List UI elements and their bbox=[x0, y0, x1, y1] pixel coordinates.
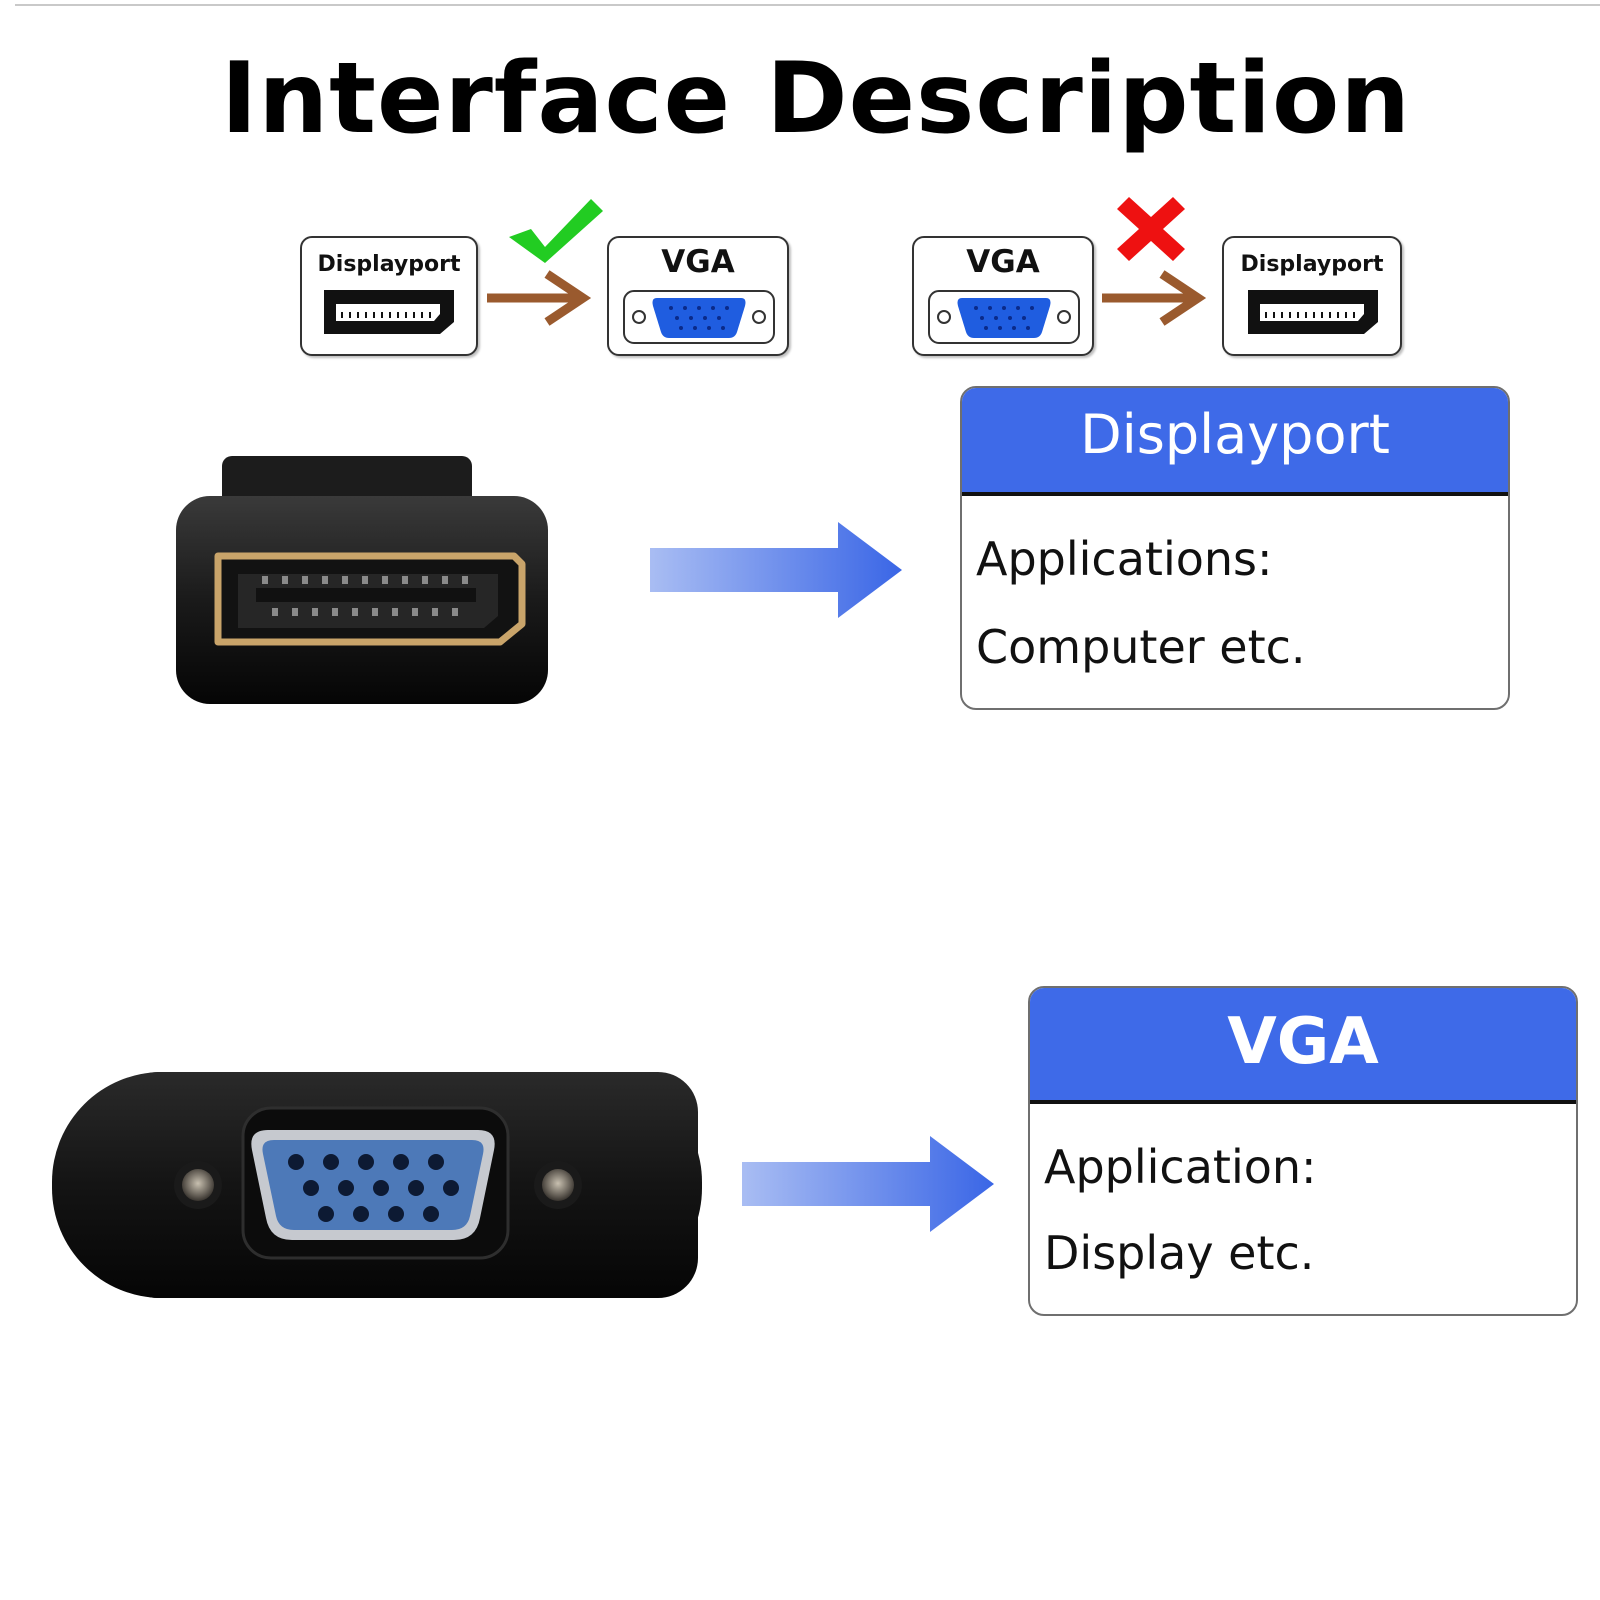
info-card-title: Displayport bbox=[1080, 403, 1390, 466]
info-card-line: Application: bbox=[1044, 1140, 1317, 1194]
check-icon bbox=[509, 199, 603, 263]
mini-card-displayport-source: Displayport bbox=[300, 236, 478, 356]
mini-card-label: VGA bbox=[661, 244, 735, 280]
mini-card-label: VGA bbox=[966, 244, 1040, 280]
info-card-header: VGA bbox=[1030, 988, 1576, 1104]
vga-connector-icon bbox=[52, 1072, 702, 1298]
page-title: Interface Description bbox=[220, 42, 1412, 156]
info-card-header: Displayport bbox=[962, 388, 1508, 496]
info-card-title: VGA bbox=[1227, 1005, 1379, 1079]
mini-card-label: Displayport bbox=[317, 252, 461, 277]
vga-port-icon bbox=[623, 290, 775, 344]
displayport-port-icon bbox=[1248, 290, 1378, 334]
blue-arrow-icon bbox=[742, 1136, 994, 1232]
info-card-line: Applications: bbox=[976, 532, 1273, 586]
arrow-right-icon bbox=[1102, 270, 1207, 326]
info-card-line: Display etc. bbox=[1044, 1226, 1315, 1280]
top-divider bbox=[15, 4, 1600, 6]
arrow-right-icon bbox=[487, 270, 592, 326]
blue-arrow-icon bbox=[650, 522, 902, 618]
mini-card-vga-target: VGA bbox=[607, 236, 789, 356]
cross-icon bbox=[1117, 197, 1185, 261]
vga-port-icon bbox=[928, 290, 1080, 344]
info-card-displayport: Displayport Applications: Computer etc. bbox=[960, 386, 1510, 710]
mini-card-displayport-target: Displayport bbox=[1222, 236, 1402, 356]
info-card-line: Computer etc. bbox=[976, 620, 1306, 674]
displayport-port-icon bbox=[324, 290, 454, 334]
info-card-vga: VGA Application: Display etc. bbox=[1028, 986, 1578, 1316]
displayport-connector-icon bbox=[176, 456, 548, 704]
mini-card-vga-source: VGA bbox=[912, 236, 1094, 356]
mini-card-label: Displayport bbox=[1240, 252, 1384, 277]
